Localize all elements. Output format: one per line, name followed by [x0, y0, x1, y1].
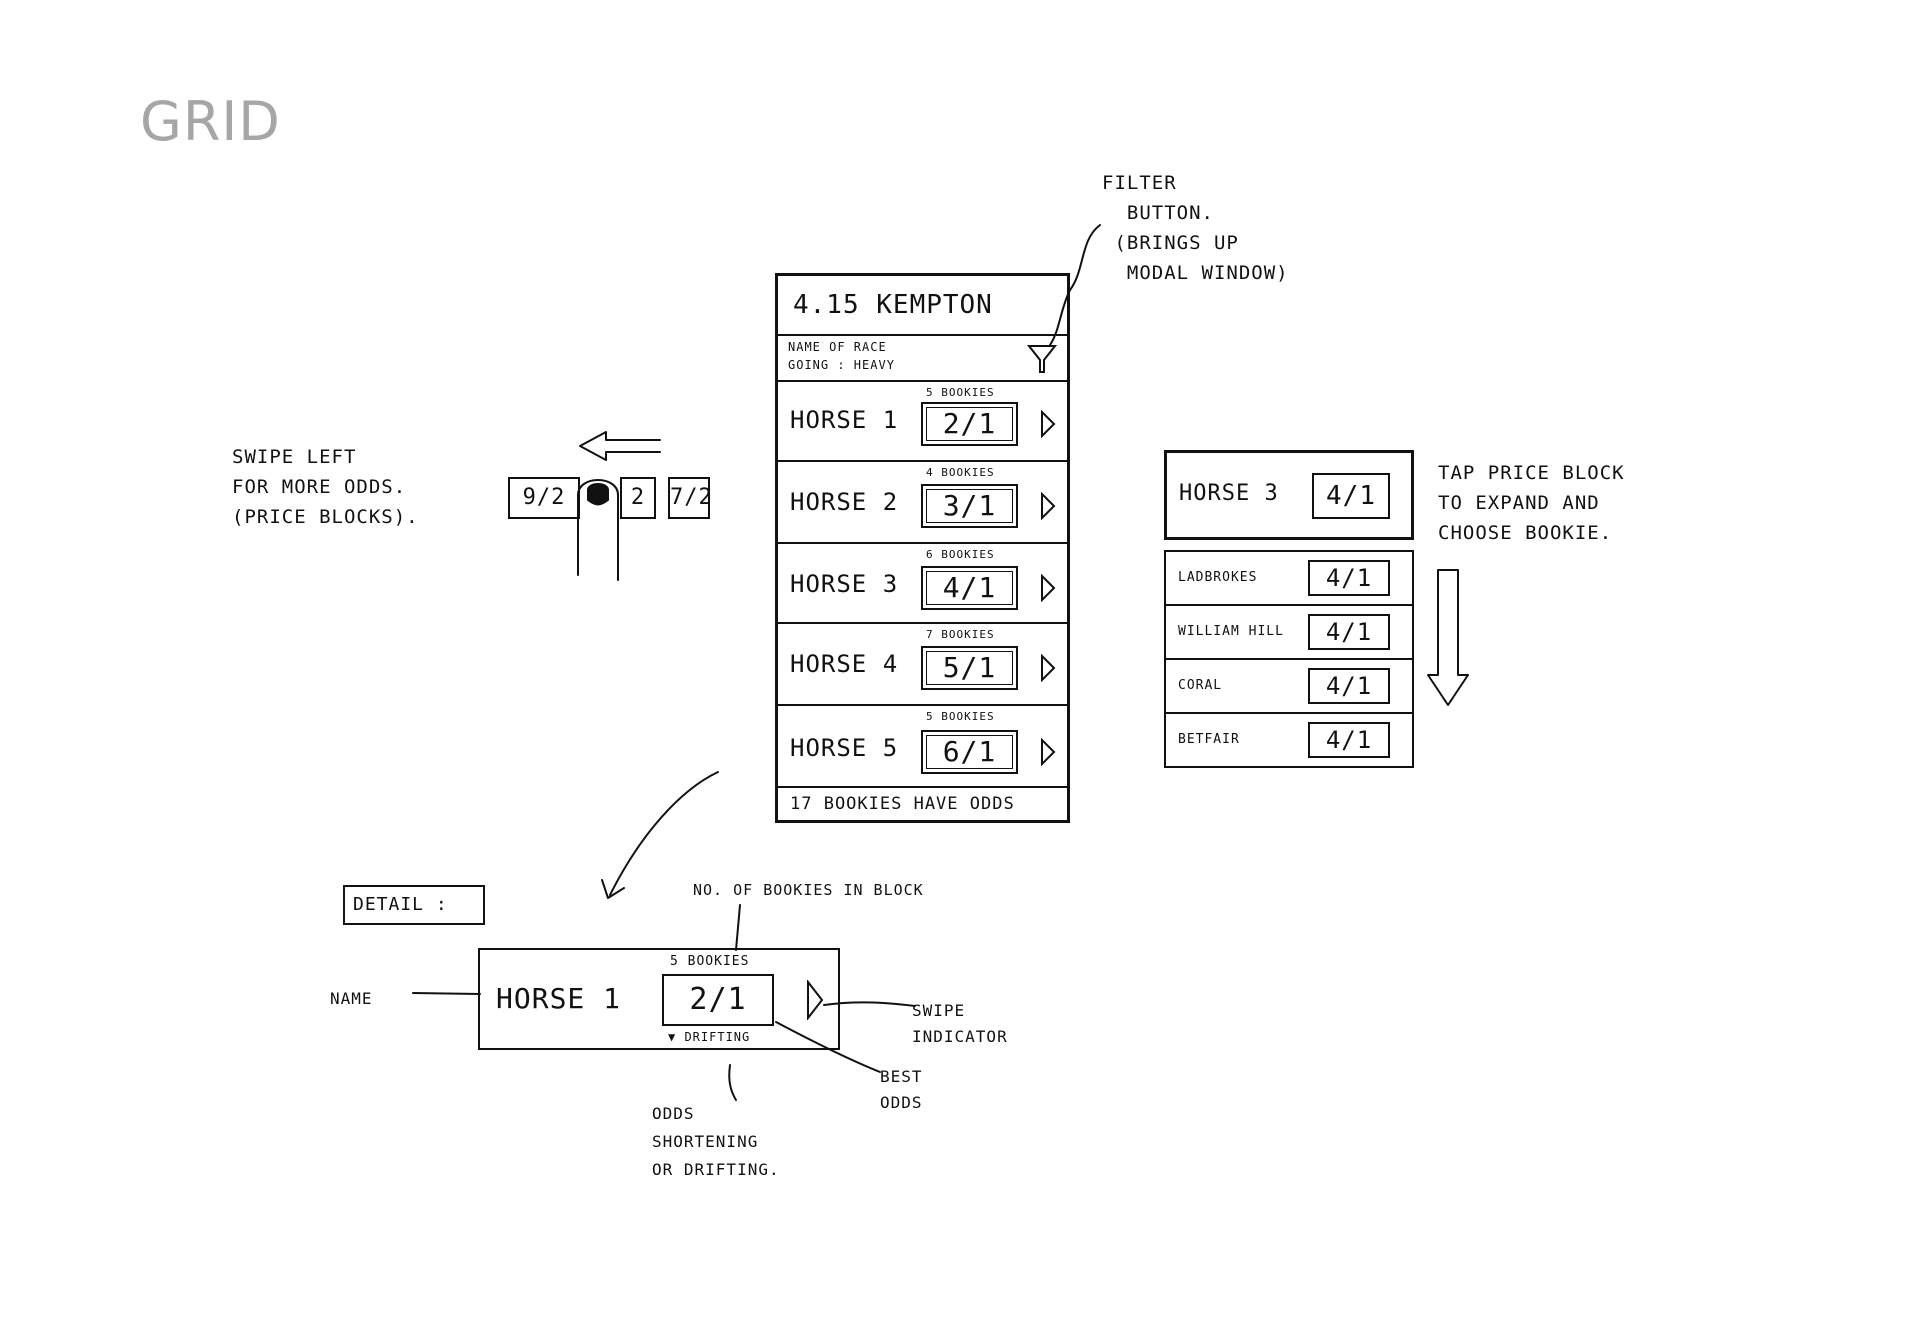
swipe-indicator-icon — [807, 980, 824, 1020]
bookie-row[interactable]: LADBROKES 4/1 — [1166, 552, 1412, 606]
callout-name: NAME — [330, 989, 373, 1008]
price-block[interactable]: 4/1 — [921, 566, 1018, 610]
price-block[interactable]: 2/1 — [921, 402, 1018, 446]
odds-movement: ▼ DRIFTING — [668, 1030, 751, 1044]
price-block[interactable]: 5/1 — [921, 646, 1018, 690]
horse-name: HORSE 1 — [496, 982, 622, 1015]
callout-odds-movement: ODDS SHORTENING OR DRIFTING. — [652, 1104, 780, 1179]
swipe-indicator-icon — [1041, 492, 1056, 520]
bookie-count: 6 BOOKIES — [926, 548, 995, 561]
bookie-price[interactable]: 4/1 — [1308, 614, 1390, 650]
expanded-runner-row[interactable]: HORSE 3 4/1 — [1164, 450, 1414, 540]
callout-num-bookies: NO. OF BOOKIES IN BLOCK — [693, 881, 924, 899]
page-title: GRID — [140, 90, 281, 153]
horse-name: HORSE 4 — [790, 650, 899, 678]
price-block[interactable]: 2/1 — [662, 974, 774, 1026]
callout-swipe-indicator: SWIPE INDICATOR — [912, 1001, 1008, 1046]
footer-text: 17 BOOKIES HAVE ODDS — [790, 794, 1015, 814]
race-header: 4.15 KEMPTON — [778, 276, 1067, 336]
bookie-name: CORAL — [1178, 678, 1223, 693]
race-info-bar: NAME OF RACE GOING : HEAVY — [778, 336, 1067, 382]
swipe-indicator-icon — [1041, 574, 1056, 602]
bookie-name: BETFAIR — [1178, 732, 1240, 747]
bookie-name: LADBROKES — [1178, 570, 1258, 585]
price-block[interactable]: 6/1 — [921, 730, 1018, 774]
detail-label: DETAIL : — [343, 885, 485, 925]
runner-row[interactable]: 5 BOOKIES HORSE 5 6/1 — [778, 706, 1067, 790]
horse-name: HORSE 3 — [1179, 481, 1279, 506]
race-card-phone: 4.15 KEMPTON NAME OF RACE GOING : HEAVY … — [775, 273, 1070, 823]
runner-row[interactable]: 6 BOOKIES HORSE 3 4/1 — [778, 544, 1067, 624]
swipe-indicator-icon — [1041, 410, 1056, 438]
filter-icon[interactable] — [1027, 342, 1057, 376]
race-title: 4.15 KEMPTON — [793, 290, 993, 320]
bookie-count: 7 BOOKIES — [926, 628, 995, 641]
swipe-left-arrow-icon — [579, 431, 661, 461]
runner-row[interactable]: 5 BOOKIES HORSE 1 2/1 — [778, 382, 1067, 462]
bookie-count: 5 BOOKIES — [926, 386, 995, 399]
runner-row[interactable]: 4 BOOKIES HORSE 2 3/1 — [778, 462, 1067, 544]
bookie-price[interactable]: 4/1 — [1308, 560, 1390, 596]
bookie-name: WILLIAM HILL — [1178, 624, 1284, 639]
tap-annotation: TAP PRICE BLOCK TO EXPAND AND CHOOSE BOO… — [1438, 462, 1625, 544]
bookie-row[interactable]: BETFAIR 4/1 — [1166, 714, 1412, 768]
bookie-price[interactable]: 4/1 — [1308, 722, 1390, 758]
bookie-row[interactable]: CORAL 4/1 — [1166, 660, 1412, 714]
bookie-count: 4 BOOKIES — [926, 466, 995, 479]
swipe-annotation: SWIPE LEFT FOR MORE ODDS. (PRICE BLOCKS)… — [232, 446, 419, 528]
race-name: NAME OF RACE — [788, 340, 887, 354]
horse-name: HORSE 1 — [790, 406, 899, 434]
bookie-list: LADBROKES 4/1 WILLIAM HILL 4/1 CORAL 4/1… — [1164, 550, 1414, 768]
swipe-indicator-icon — [1041, 654, 1056, 682]
swipe-demo: 9/2 2 7/2 — [508, 467, 713, 529]
bookie-price[interactable]: 4/1 — [1308, 668, 1390, 704]
price-block[interactable]: 3/1 — [921, 484, 1018, 528]
bookie-summary-footer: 17 BOOKIES HAVE ODDS — [778, 786, 1067, 820]
detail-runner-row: 5 BOOKIES HORSE 1 2/1 ▼ DRIFTING — [478, 948, 840, 1050]
swipe-indicator-icon — [1041, 738, 1056, 766]
bookie-count: 5 BOOKIES — [670, 954, 750, 969]
price-block[interactable]: 7/2 — [668, 477, 712, 519]
filter-annotation: FILTER BUTTON. (BRINGS UP MODAL WINDOW) — [1102, 172, 1289, 284]
price-block[interactable]: 4/1 — [1312, 473, 1390, 519]
runner-row[interactable]: 7 BOOKIES HORSE 4 5/1 — [778, 624, 1067, 706]
horse-name: HORSE 2 — [790, 488, 899, 516]
horse-name: HORSE 5 — [790, 734, 899, 762]
down-arrow-icon — [1427, 569, 1469, 706]
bookie-row[interactable]: WILLIAM HILL 4/1 — [1166, 606, 1412, 660]
race-going: GOING : HEAVY — [788, 358, 895, 372]
callout-best-odds: BEST ODDS — [880, 1067, 923, 1112]
price-block[interactable]: 9/2 — [508, 477, 580, 519]
horse-name: HORSE 3 — [790, 570, 899, 598]
bookie-count: 5 BOOKIES — [926, 710, 995, 723]
expanded-price-panel: HORSE 3 4/1 LADBROKES 4/1 WILLIAM HILL 4… — [1164, 450, 1414, 768]
price-block[interactable]: 2 — [620, 477, 656, 519]
